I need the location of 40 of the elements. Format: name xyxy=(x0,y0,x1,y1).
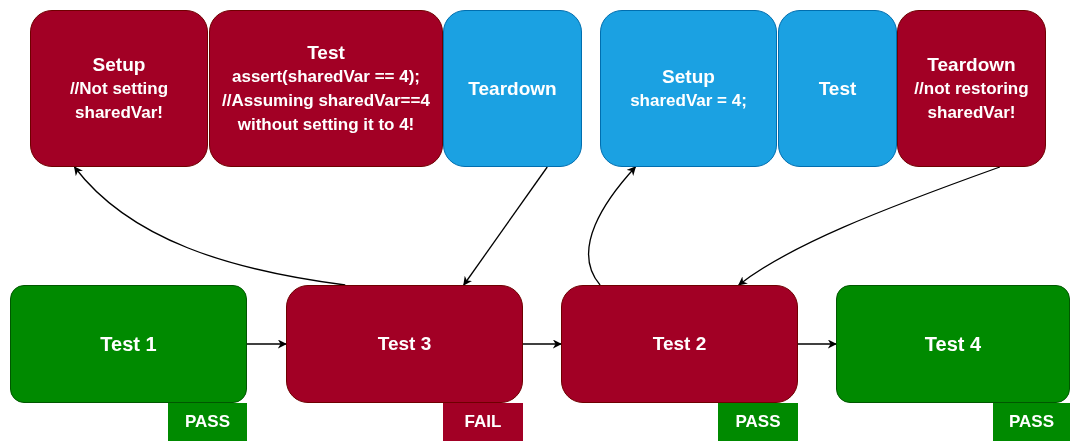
box-title: PASS xyxy=(184,411,230,434)
code-note: assert(sharedVar == 4); xyxy=(231,65,421,88)
arrow xyxy=(588,166,637,286)
arrow xyxy=(463,166,548,286)
step-box xyxy=(286,285,523,403)
code-note: //Not setting sharedVar! xyxy=(68,77,170,124)
arrow xyxy=(522,339,562,349)
box-title: Setup xyxy=(92,52,146,77)
status-tag xyxy=(443,403,523,441)
box-title: Test xyxy=(818,76,857,101)
step-box xyxy=(443,10,582,167)
box-title: Teardown xyxy=(468,76,557,101)
code-note: //not restoring sharedVar! xyxy=(913,77,1030,124)
test-box xyxy=(10,285,247,403)
status-tag xyxy=(718,403,798,441)
arrow xyxy=(738,166,1001,286)
step-box xyxy=(209,10,443,167)
test-box xyxy=(836,285,1070,403)
arrow xyxy=(797,339,837,349)
code-note: sharedVar = 4; xyxy=(630,89,747,112)
box-title: Test 3 xyxy=(377,332,432,356)
box-title: Test 4 xyxy=(924,332,982,357)
box-title: Test 2 xyxy=(652,332,707,356)
step-box xyxy=(600,10,777,167)
box-title: Test 1 xyxy=(100,332,157,357)
step-box xyxy=(30,10,208,167)
arrow xyxy=(73,166,346,286)
status-tag xyxy=(993,403,1070,441)
step-box xyxy=(778,10,897,167)
box-title: Test xyxy=(307,40,345,65)
step-box xyxy=(561,285,798,403)
box-title: Setup xyxy=(662,64,715,89)
status-tag xyxy=(168,403,247,441)
box-title: PASS xyxy=(1008,411,1054,434)
code-note: //Assuming sharedVar==4 without setting it to 4! xyxy=(221,89,431,136)
box-title: Teardown xyxy=(927,52,1016,77)
box-title: PASS xyxy=(735,411,781,434)
step-box xyxy=(897,10,1046,167)
box-title: FAIL xyxy=(464,411,502,434)
arrow xyxy=(246,339,287,349)
